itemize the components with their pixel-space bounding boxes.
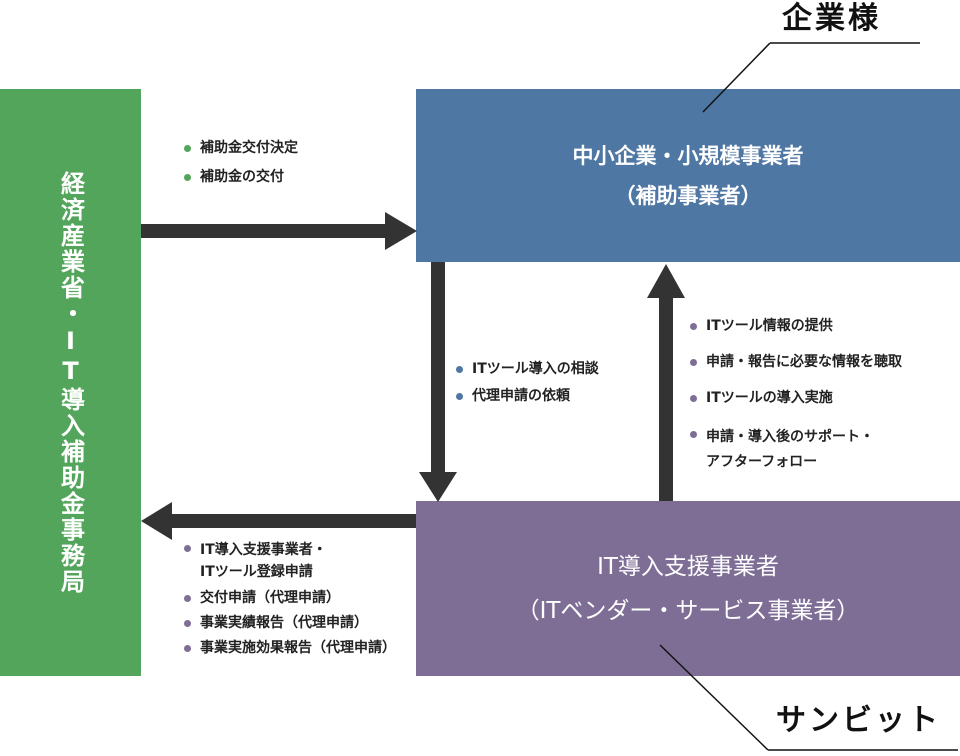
it-vendor-box: IT導入支援事業者 （ITベンダー・サービス事業者） bbox=[416, 501, 960, 676]
arrow-vendor-to-sme bbox=[647, 264, 685, 501]
sme-box: 中小企業・小規模事業者 （補助事業者） bbox=[416, 89, 960, 262]
leader-line-sunbit bbox=[659, 644, 958, 751]
company-label: 企業様 bbox=[782, 1, 881, 36]
arrow-sme-to-vendor bbox=[419, 262, 457, 502]
arrow-vendor-to-meti bbox=[141, 502, 416, 540]
list-item: 申請・報告に必要な情報を聴取 bbox=[690, 353, 902, 371]
leader-line-company bbox=[702, 42, 920, 113]
list-item: ITツール導入の相談 bbox=[456, 360, 599, 378]
list-item: ITツール情報の提供 bbox=[690, 317, 902, 335]
it-vendor-label-line2: （ITベンダー・サービス事業者） bbox=[516, 597, 860, 624]
bullet-dot bbox=[184, 174, 191, 181]
vendor-to-sme-list: ITツール情報の提供 申請・報告に必要な情報を聴取 ITツールの導入実施 申請・… bbox=[690, 317, 902, 475]
bullet-dot bbox=[184, 620, 191, 627]
bullet-dot bbox=[184, 145, 191, 152]
sme-label-line1: 中小企業・小規模事業者 bbox=[572, 143, 804, 168]
it-vendor-label-line1: IT導入支援事業者 bbox=[597, 553, 779, 580]
bullet-dot bbox=[690, 359, 697, 366]
list-item: ITツールの導入実施 bbox=[690, 389, 902, 407]
sme-label-line2: （補助事業者） bbox=[614, 183, 762, 208]
bullet-dot bbox=[184, 645, 191, 652]
bullet-dot bbox=[690, 431, 697, 438]
arrow-meti-to-sme bbox=[141, 212, 417, 250]
bullet-dot bbox=[456, 366, 463, 373]
list-item: 交付申請（代理申請） bbox=[184, 589, 396, 607]
meti-secretariat-label: 経済産業省・IT導入補助金事務局 bbox=[56, 170, 85, 595]
sunbit-label: サンビット bbox=[776, 703, 941, 738]
bullet-dot bbox=[690, 323, 697, 330]
list-item: 事業実施効果報告（代理申請） bbox=[184, 639, 396, 657]
meti-secretariat-box: 経済産業省・IT導入補助金事務局 bbox=[0, 89, 141, 676]
list-item: 申請・導入後のサポート・ アフターフォロー bbox=[690, 425, 902, 475]
bullet-dot bbox=[184, 545, 191, 552]
vendor-to-meti-list: IT導入支援事業者・ ITツール登録申請 交付申請（代理申請） 事業実績報告（代… bbox=[184, 539, 396, 657]
list-item: 補助金交付決定 bbox=[184, 139, 298, 157]
sme-to-vendor-list: ITツール導入の相談 代理申請の依頼 bbox=[456, 360, 599, 405]
list-item: 補助金の交付 bbox=[184, 168, 298, 186]
bullet-dot bbox=[456, 393, 463, 400]
meti-to-sme-list: 補助金交付決定 補助金の交付 bbox=[184, 139, 298, 186]
list-item: 事業実績報告（代理申請） bbox=[184, 614, 396, 632]
bullet-dot bbox=[184, 595, 191, 602]
list-item: IT導入支援事業者・ ITツール登録申請 bbox=[184, 539, 396, 583]
list-item: 代理申請の依頼 bbox=[456, 387, 599, 405]
bullet-dot bbox=[690, 395, 697, 402]
